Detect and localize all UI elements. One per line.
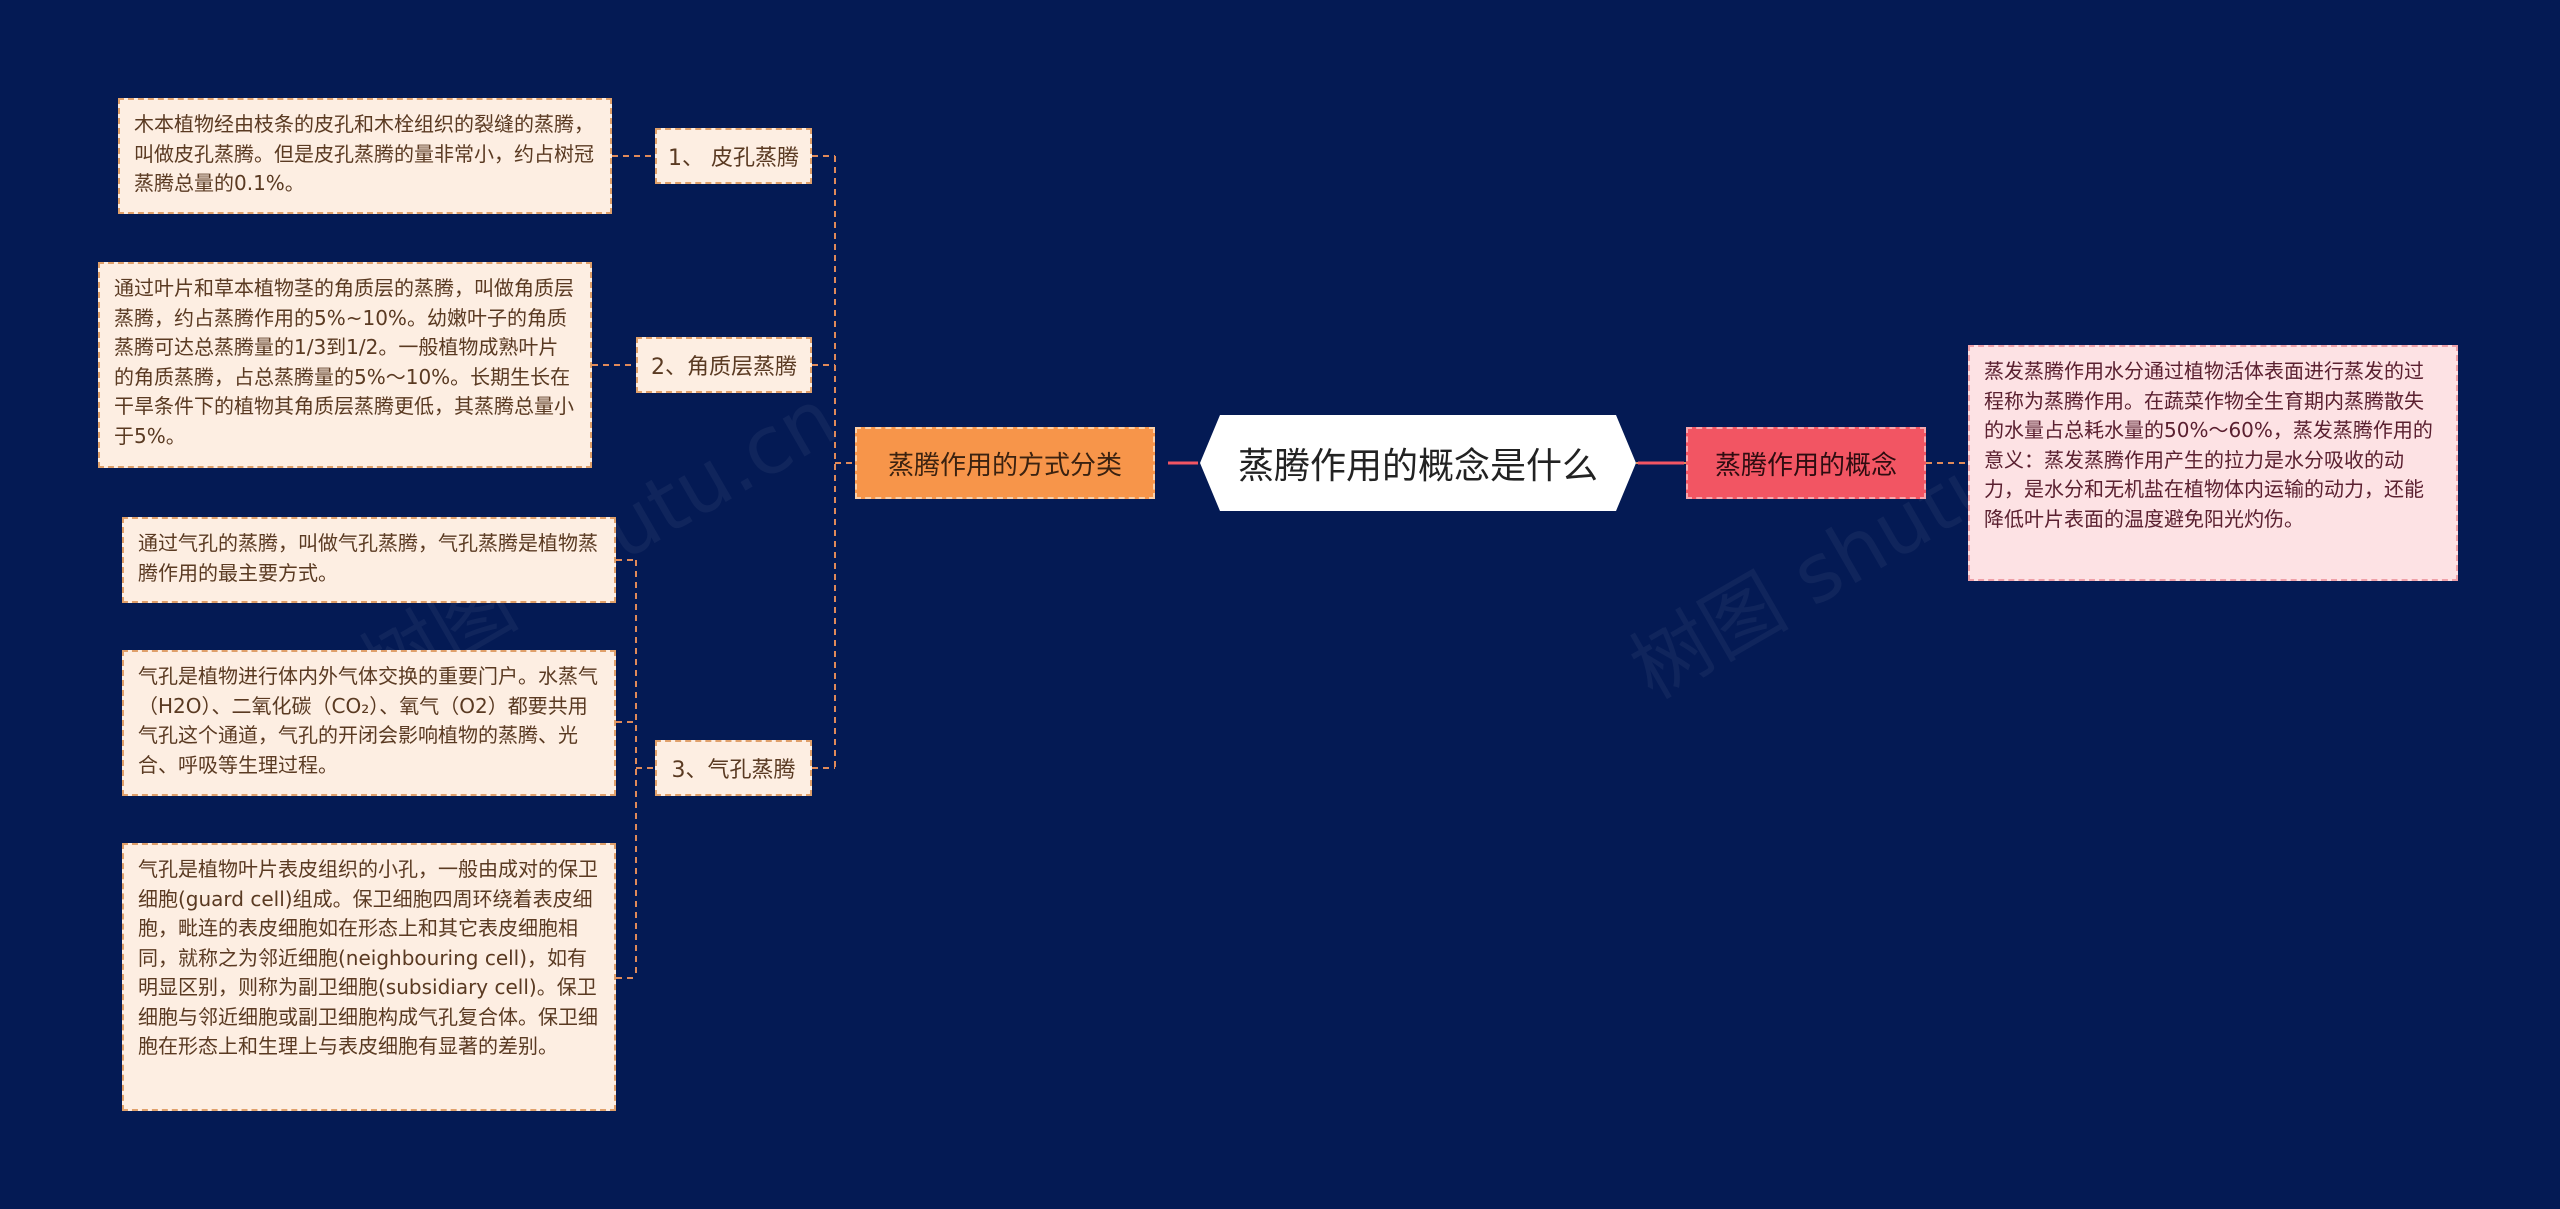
central-topic-shape: [1200, 415, 1636, 511]
detail-stomatal-main[interactable]: 通过气孔的蒸腾，叫做气孔蒸腾，气孔蒸腾是植物蒸腾作用的最主要方式。: [122, 517, 616, 603]
detail-text: 木本植物经由枝条的皮孔和木栓组织的裂缝的蒸腾，叫做皮孔蒸腾。但是皮孔蒸腾的量非常…: [134, 112, 594, 195]
subtopic-lenticel-transpiration[interactable]: 1、 皮孔蒸腾: [655, 128, 812, 184]
branch-concept-label: 蒸腾作用的概念: [1714, 450, 1897, 481]
detail-text: 气孔是植物叶片表皮组织的小孔，一般由成对的保卫细胞(guard cell)组成。…: [138, 857, 598, 1058]
subtopic-label: 1、 皮孔蒸腾: [668, 146, 799, 171]
concept-detail-text: 蒸发蒸腾作用水分通过植物活体表面进行蒸发的过程称为蒸腾作用。在蔬菜作物全生育期内…: [1984, 359, 2433, 531]
detail-lenticel[interactable]: 木本植物经由枝条的皮孔和木栓组织的裂缝的蒸腾，叫做皮孔蒸腾。但是皮孔蒸腾的量非常…: [118, 98, 612, 214]
detail-guard-cells[interactable]: 气孔是植物叶片表皮组织的小孔，一般由成对的保卫细胞(guard cell)组成。…: [122, 843, 616, 1111]
subtopic-stomatal-transpiration[interactable]: 3、气孔蒸腾: [655, 740, 812, 796]
branch-classification-label: 蒸腾作用的方式分类: [887, 450, 1122, 481]
detail-cuticular[interactable]: 通过叶片和草本植物茎的角质层的蒸腾，叫做角质层蒸腾，约占蒸腾作用的5%~10%。…: [98, 262, 592, 468]
detail-text: 通过气孔的蒸腾，叫做气孔蒸腾，气孔蒸腾是植物蒸腾作用的最主要方式。: [138, 531, 598, 585]
detail-text: 通过叶片和草本植物茎的角质层的蒸腾，叫做角质层蒸腾，约占蒸腾作用的5%~10%。…: [114, 276, 574, 448]
concept-detail[interactable]: 蒸发蒸腾作用水分通过植物活体表面进行蒸发的过程称为蒸腾作用。在蔬菜作物全生育期内…: [1968, 345, 2458, 581]
detail-text: 气孔是植物进行体内外气体交换的重要门户。水蒸气（H2O）、二氧化碳（CO₂）、氧…: [138, 664, 598, 777]
branch-classification[interactable]: 蒸腾作用的方式分类: [855, 427, 1155, 499]
detail-stomata-gas-exchange[interactable]: 气孔是植物进行体内外气体交换的重要门户。水蒸气（H2O）、二氧化碳（CO₂）、氧…: [122, 650, 616, 796]
branch-concept[interactable]: 蒸腾作用的概念: [1686, 427, 1926, 499]
central-topic-text: 蒸腾作用的概念是什么: [1237, 446, 1598, 487]
subtopic-label: 2、角质层蒸腾: [651, 355, 797, 380]
central-topic[interactable]: 蒸腾作用的概念是什么: [1200, 415, 1636, 511]
subtopic-label: 3、气孔蒸腾: [671, 758, 796, 783]
subtopic-cuticular-transpiration[interactable]: 2、角质层蒸腾: [636, 337, 812, 393]
